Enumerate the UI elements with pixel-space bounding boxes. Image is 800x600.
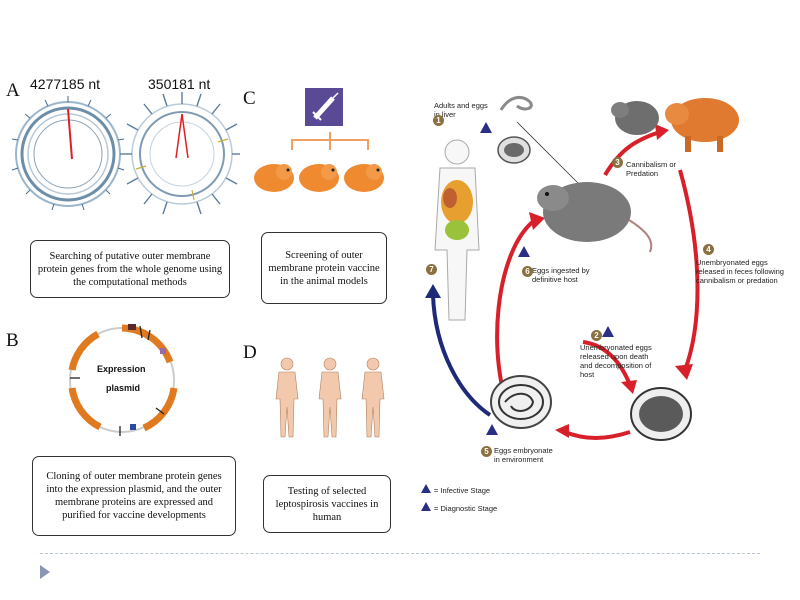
human-group bbox=[270, 355, 390, 440]
rat-icon bbox=[611, 101, 659, 135]
step-number-6: 6 bbox=[522, 266, 533, 277]
rat-icon bbox=[537, 182, 653, 253]
legend-diagnostic: = Diagnostic Stage bbox=[434, 504, 498, 513]
worm-icon bbox=[499, 96, 533, 111]
hamster-icon bbox=[254, 164, 294, 192]
plasmid-label-2: plasmid bbox=[106, 383, 141, 393]
egg-icon bbox=[630, 387, 692, 441]
human-figure-icon bbox=[434, 139, 480, 321]
label-ingested: Eggs ingested by definitive host bbox=[532, 266, 590, 284]
branch-lines bbox=[291, 132, 369, 150]
infective-stage-marker bbox=[486, 424, 498, 435]
slide-next-icon[interactable] bbox=[40, 565, 50, 579]
caption-c: Screening of outer membrane protein vacc… bbox=[261, 232, 387, 304]
human-figure-icon bbox=[361, 357, 385, 438]
egg-icon bbox=[497, 136, 531, 164]
step-number-2: 2 bbox=[591, 330, 602, 341]
plasmid-label-1: Expression bbox=[97, 364, 146, 374]
legend-diagnostic-icon bbox=[421, 502, 431, 511]
syringe-icon bbox=[305, 88, 343, 126]
hamster-icon bbox=[299, 164, 339, 192]
panel-letter-a: A bbox=[6, 80, 20, 101]
genome-circle-plots bbox=[11, 92, 240, 215]
genome-plot-1 bbox=[11, 96, 125, 211]
lifecycle-diagram bbox=[425, 96, 739, 441]
diagnostic-stage-marker bbox=[480, 122, 492, 133]
footer-divider bbox=[40, 553, 760, 555]
step-number-4: 4 bbox=[703, 244, 714, 255]
hamster-icon bbox=[344, 164, 384, 192]
infective-stage-marker bbox=[518, 246, 530, 257]
legend-infective: = Infective Stage bbox=[434, 486, 491, 495]
egg-icon bbox=[490, 375, 552, 429]
step-number-7: 7 bbox=[426, 264, 437, 275]
human-figure-icon bbox=[318, 357, 342, 438]
label-unembryonated-feces: Unembryonated eggs released in feces fol… bbox=[696, 258, 784, 285]
expression-plasmid-map bbox=[68, 324, 178, 436]
label-embryonate: Eggs embryonate in environment bbox=[494, 446, 553, 464]
caption-a: Searching of putative outer membrane pro… bbox=[30, 240, 230, 298]
caption-d: Testing of selected leptospirosis vaccin… bbox=[263, 475, 391, 533]
step-number-1: 1 bbox=[433, 115, 444, 126]
label-adults-liver: Adults and eggs in liver bbox=[434, 101, 488, 119]
hamster-group bbox=[252, 150, 387, 198]
legend-infective-icon bbox=[421, 484, 431, 493]
label-unembryonated-death: Unembryonated eggs released upon death a… bbox=[580, 343, 652, 379]
panel-letter-d: D bbox=[243, 342, 257, 363]
step-number-3: 3 bbox=[612, 157, 623, 168]
label-cannibalism: Cannibalism or Predation bbox=[626, 160, 677, 178]
panel-letter-c: C bbox=[243, 88, 256, 109]
genome-size-2: 350181 nt bbox=[148, 76, 211, 92]
caption-b: Cloning of outer membrane protein genes … bbox=[32, 456, 236, 536]
genome-plot-2 bbox=[120, 92, 240, 215]
panel-letter-b: B bbox=[6, 330, 19, 351]
diagnostic-stage-marker bbox=[602, 326, 614, 337]
pig-icon bbox=[665, 98, 739, 152]
step-number-5: 5 bbox=[481, 446, 492, 457]
genome-size-1: 4277185 nt bbox=[30, 76, 101, 92]
human-figure-icon bbox=[275, 357, 299, 438]
